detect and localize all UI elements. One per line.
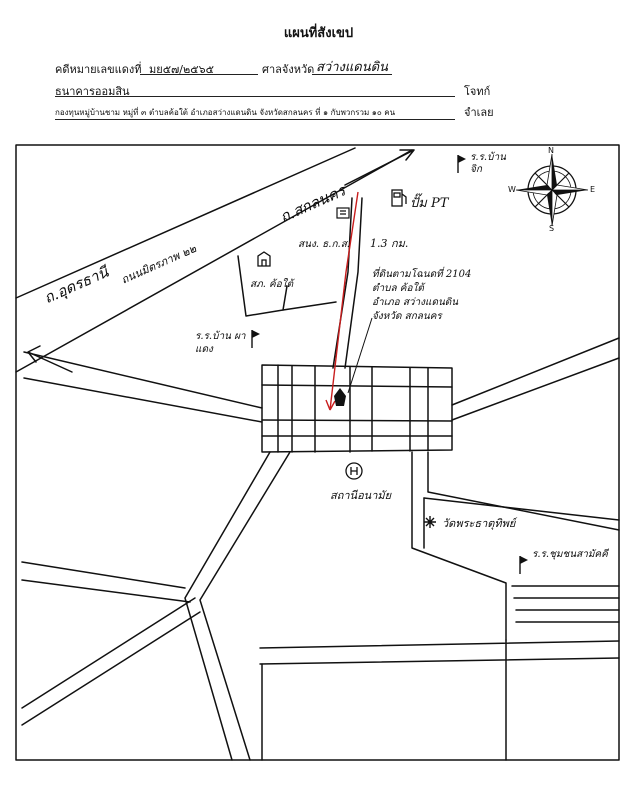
- compass-icon: [515, 153, 589, 227]
- school-flag-icon-top: [457, 155, 466, 173]
- label-school-top: ร.ร.บ้าน จิก: [470, 152, 506, 175]
- label-school-right: ร.ร.ชุมชนสามัคคี: [532, 549, 608, 560]
- parcel-note: ที่ดินตามโฉนดที่ 2104 ตำบล ค้อใต้ อำเภอ …: [372, 268, 471, 324]
- label-health-center: สถานีอนามัย: [330, 489, 392, 502]
- plaintiff-role: โจทก์: [464, 85, 491, 98]
- road-temple-top: [423, 497, 620, 521]
- road-west-c: [21, 597, 196, 709]
- compass-north: N: [548, 146, 554, 155]
- compound-road: [282, 301, 337, 311]
- road-southwest-a: [184, 451, 271, 761]
- road-southwest-b: [199, 451, 291, 761]
- road-west-d: [21, 611, 201, 726]
- label-office: สนง. ธ.ก.ส.: [298, 239, 350, 250]
- road-southeast-b: [427, 451, 620, 531]
- compass-east: E: [590, 185, 596, 194]
- road-south-a: [259, 640, 620, 649]
- road-service-east: [344, 197, 363, 369]
- defendant-underline: [55, 119, 455, 120]
- temple-icon: [424, 516, 436, 528]
- court-label: ศาลจังหวัด: [262, 63, 315, 76]
- highway-edge-top: [15, 147, 356, 299]
- grid-row-1: [261, 384, 453, 388]
- road-right-upper-b: [451, 357, 620, 421]
- label-school-left: ร.ร.บ้าน ผาแดง: [195, 331, 246, 355]
- road-left-upper-b: [23, 377, 263, 423]
- road-southeast-a: [411, 451, 507, 641]
- plaintiff-underline: [55, 96, 455, 97]
- label-temple: วัดพระธาตุทิพย์: [442, 517, 516, 530]
- plaintiff-name: ธนาคารออมสิน: [55, 85, 130, 98]
- parcel-note-line: ตำบล ค้อใต้: [372, 283, 424, 294]
- note-pointer: [347, 317, 373, 394]
- case-underline: [140, 74, 258, 75]
- school-flag-icon-left: [251, 330, 260, 348]
- court-name: สว่างแดนดิน: [316, 60, 388, 75]
- parcel-note-line: จังหวัด สกลนคร: [372, 311, 442, 322]
- route-arrow-icon: [325, 399, 336, 411]
- label-police: สภ. ค้อใต้: [250, 279, 294, 290]
- road-left-upper-a: [23, 351, 263, 409]
- gas-station-icon: [391, 189, 407, 207]
- hospital-icon: [345, 462, 363, 480]
- road-right-upper-a: [451, 337, 620, 406]
- map-frame: [15, 144, 620, 761]
- town-grid-outer: [261, 364, 453, 453]
- case-number: มย๕๗/๒๕๖๕: [149, 63, 214, 76]
- arrow-left-icon: [27, 345, 73, 373]
- parcel-note-line: ที่ดินตามโฉนดที่ 2104: [372, 269, 472, 280]
- case-label: คดีหมายเลขแดงที่: [55, 63, 142, 76]
- office-building-icon: [336, 207, 350, 219]
- compound-outline: [237, 255, 288, 317]
- court-underline: [312, 74, 392, 75]
- highway-edge-bottom: [15, 149, 413, 373]
- route-line: [329, 191, 359, 411]
- road-south-b: [259, 657, 620, 665]
- compass-west: W: [508, 185, 516, 194]
- label-distance: 1.3 กม.: [370, 237, 409, 250]
- grid-row-2: [261, 419, 453, 422]
- label-gas-station: ปั๊ม PT: [410, 196, 449, 211]
- parcel-marker-icon: [334, 388, 346, 406]
- police-building-icon: [257, 251, 271, 267]
- defendant-name: กองทุนหมู่บ้านชาม หมู่ที่ ๓ ตำบลค้อใต้ อ…: [55, 108, 396, 117]
- defendant-role: จำเลย: [464, 106, 494, 119]
- parcel-note-line: อำเภอ สว่างแดนดิน: [372, 297, 459, 308]
- compass-south: S: [549, 224, 555, 233]
- arrow-right-icon: [344, 149, 415, 186]
- road-west-a: [21, 561, 186, 589]
- school-flag-icon-right: [519, 556, 528, 574]
- case-row: คดีหมายเลขแดงที่ มย๕๗/๒๕๖๕: [55, 60, 214, 78]
- page-title: แผนที่สังเขป: [283, 26, 354, 41]
- road-west-b: [21, 579, 191, 603]
